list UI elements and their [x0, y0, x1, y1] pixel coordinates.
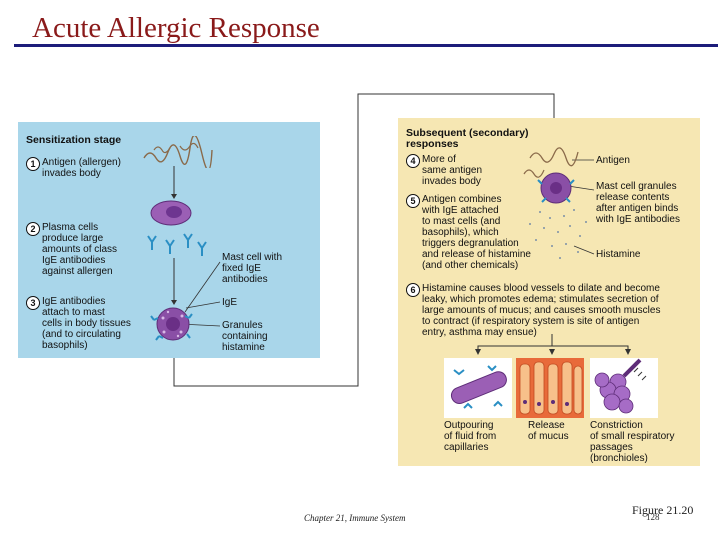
step-1-number: 1 [26, 157, 40, 171]
mucus-release-illustration [516, 358, 584, 418]
outcome-caption-constriction: Constriction of small respiratory passag… [590, 420, 675, 464]
step-5-text: Antigen combines with IgE attached to ma… [422, 194, 531, 271]
chapter-footer: Chapter 21, Immune System [304, 513, 406, 523]
page-number: 128 [646, 512, 660, 522]
figure-label: Figure 21.20 [632, 503, 694, 517]
degranulating-mast-cell-icon [523, 147, 587, 259]
outcome-caption-fluid: Outpouring of fluid from capillaries [444, 420, 497, 453]
secondary-heading: Subsequent (secondary) responses [406, 127, 529, 150]
step-6-number: 6 [406, 283, 420, 297]
mast-cell-label: Mast cell with fixed IgE antibodies [222, 252, 283, 285]
histamine-label: Histamine [596, 249, 641, 260]
granules-label: Granules containing histamine [222, 320, 268, 353]
bronchiole-constriction-illustration [590, 358, 658, 418]
antigen-illustration [143, 136, 213, 168]
mast-cell-icon [150, 307, 193, 341]
antigen-label: Antigen [596, 155, 630, 166]
step-5-number: 5 [406, 194, 420, 208]
step-2-text: Plasma cells produce large amounts of cl… [42, 222, 118, 277]
title-underline [14, 44, 718, 47]
antibodies-icon [147, 233, 207, 256]
granule-release-label: Mast cell granules release contents afte… [596, 181, 680, 225]
ige-label: IgE [222, 297, 238, 308]
step-3-text: IgE antibodies attach to mast cells in b… [42, 296, 131, 351]
capillary-leak-illustration [444, 358, 512, 418]
slide-title: Acute Allergic Response [32, 12, 320, 44]
plasma-cell-icon [150, 200, 192, 226]
step-4-text: More of same antigen invades body [422, 154, 483, 187]
step-6-text: Histamine causes blood vessels to dilate… [422, 283, 661, 338]
step-4-number: 4 [406, 154, 420, 168]
step-2-number: 2 [26, 222, 40, 236]
outcome-caption-mucus: Release of mucus [528, 420, 569, 442]
sensitization-heading: Sensitization stage [26, 134, 122, 146]
step-3-number: 3 [26, 296, 40, 310]
connector-loop [173, 93, 555, 387]
step-1-text: Antigen (allergen) invades body [42, 157, 121, 179]
